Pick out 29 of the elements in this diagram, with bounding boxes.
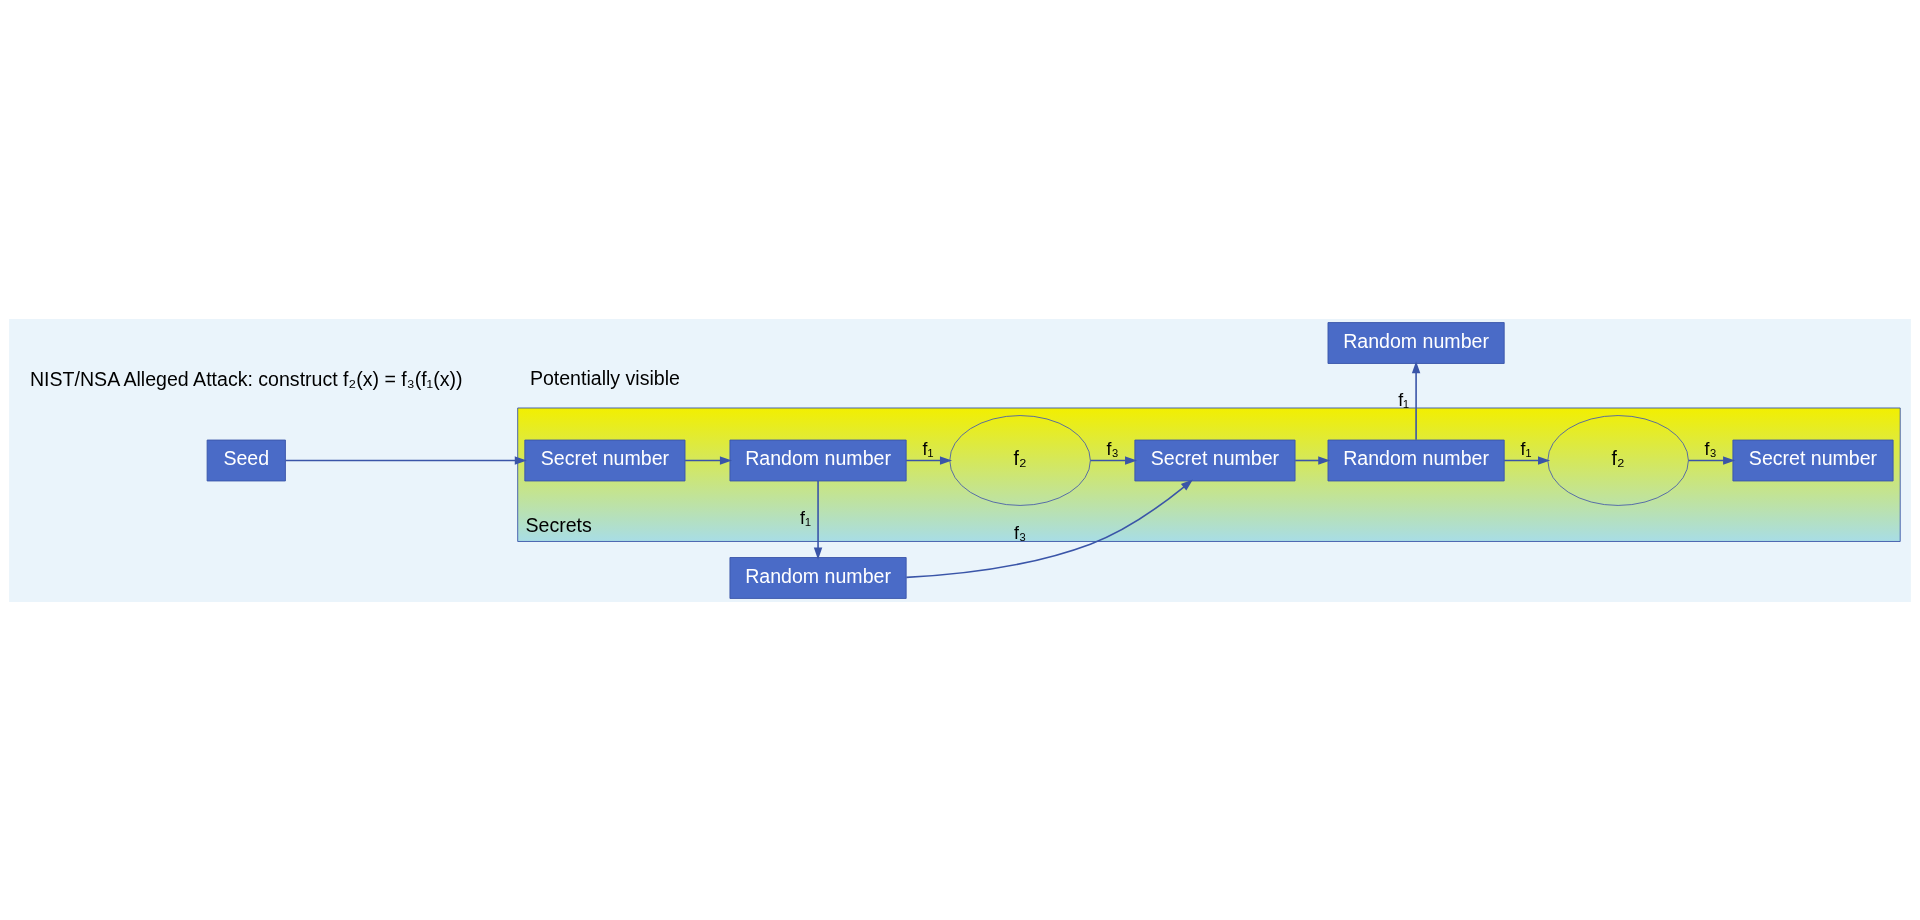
node-ellipse: f₂ [1547,414,1689,506]
edge-label: f₁ [800,507,812,528]
node-box: Random number [729,439,907,481]
arrow [1089,455,1138,465]
arrow [284,455,527,465]
node-box: Secret number [1732,439,1894,481]
arrow [684,455,733,465]
edge-label: f₃ [1013,522,1027,543]
node-ellipse: f₂ [949,414,1091,506]
edge-label: f₁ [922,438,934,459]
edge-label: f₃ [1704,438,1717,459]
arrow [1411,360,1421,441]
edge-label: f₁ [1398,389,1410,410]
arrow [1294,455,1331,465]
node-box: Random number [729,556,907,599]
edge-label: f₁ [1520,438,1532,459]
node-box: Secret number [524,439,686,481]
node-box: Seed [206,439,286,481]
arrow [905,478,1193,578]
edge-label: f₃ [1106,438,1119,459]
label: NIST/NSA Alleged Attack: construct f₂(x) = f₃(f₁(x)) [29,367,463,390]
arrow [1687,455,1736,465]
node-box: Random number [1327,321,1505,364]
arrow [1503,455,1551,465]
node-box: Secret number [1134,439,1296,481]
arrow [905,455,953,465]
arrow [813,479,823,560]
label: Potentially visible [529,366,680,389]
node-box: Random number [1327,439,1505,481]
